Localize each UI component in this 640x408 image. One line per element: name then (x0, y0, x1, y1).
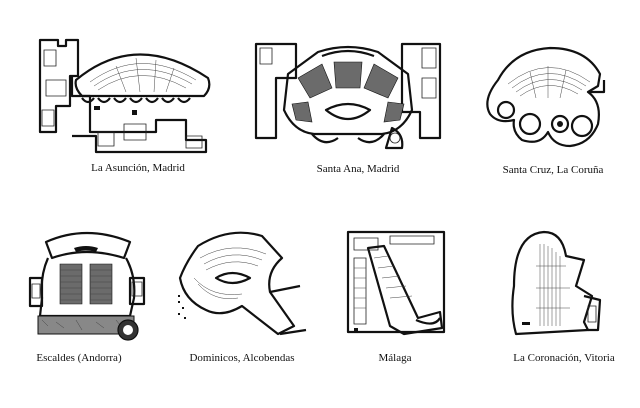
caption-santa-cruz: Santa Cruz, La Coruña (502, 164, 604, 176)
caption-la-asuncion: La Asunción, Madrid (91, 162, 185, 174)
plan-la-asuncion (38, 38, 211, 154)
plan-santa-ana (254, 42, 442, 150)
caption-la-coronacion: La Coronación, Vitoria (513, 352, 615, 364)
plan-la-coronacion (511, 230, 602, 336)
caption-dominicos: Dominicos, Alcobendas (189, 352, 295, 364)
caption-santa-ana: Santa Ana, Madrid (316, 163, 400, 175)
caption-malaga: Málaga (378, 352, 412, 364)
plan-escaldes (28, 231, 146, 341)
plan-santa-cruz (486, 46, 606, 148)
plan-malaga (346, 230, 446, 336)
caption-escaldes: Escaldes (Andorra) (36, 352, 122, 364)
plan-dominicos (178, 231, 307, 336)
